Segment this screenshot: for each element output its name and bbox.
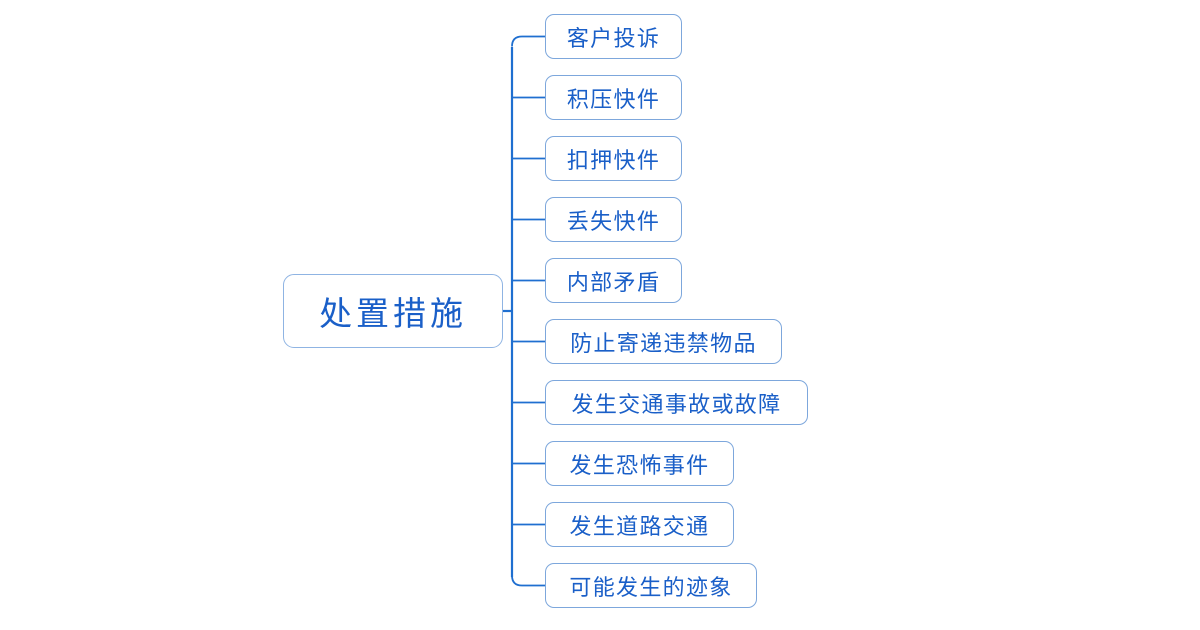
connector-branch: [511, 575, 545, 587]
root-node[interactable]: 处置措施: [283, 274, 503, 348]
connector-branch: [511, 35, 545, 47]
branch-node[interactable]: 发生交通事故或故障: [545, 380, 808, 425]
branch-node[interactable]: 发生恐怖事件: [545, 441, 734, 486]
branch-node[interactable]: 防止寄递违禁物品: [545, 319, 782, 364]
branch-node[interactable]: 扣押快件: [545, 136, 682, 181]
branch-node[interactable]: 丢失快件: [545, 197, 682, 242]
branch-node[interactable]: 积压快件: [545, 75, 682, 120]
branch-node[interactable]: 可能发生的迹象: [545, 563, 757, 608]
branch-node[interactable]: 客户投诉: [545, 14, 682, 59]
branch-node[interactable]: 内部矛盾: [545, 258, 682, 303]
branch-node[interactable]: 发生道路交通: [545, 502, 734, 547]
